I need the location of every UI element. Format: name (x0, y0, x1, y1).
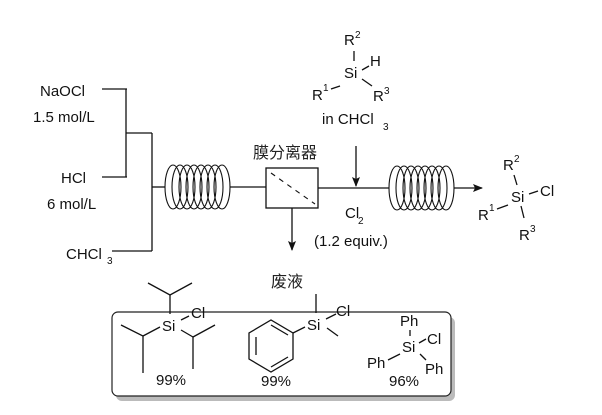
svg-text:Ph: Ph (425, 361, 443, 378)
hcl-conc: 6 mol/L (47, 196, 96, 213)
svg-text:Cl: Cl (336, 303, 350, 320)
svg-text:Cl: Cl (427, 331, 441, 348)
svg-text:Ph: Ph (400, 313, 418, 330)
example-yield-3: 96% (389, 373, 419, 390)
svg-text:CHCl: CHCl (66, 246, 102, 263)
svg-text:Si: Si (162, 318, 175, 335)
svg-text:2: 2 (355, 30, 361, 41)
svg-text:Cl: Cl (540, 183, 554, 200)
svg-text:R: R (519, 227, 530, 244)
example-dimethylphenylsilyl-chloride: Si Cl (248, 294, 350, 373)
svg-text:Cl: Cl (191, 305, 205, 322)
example-triphenylsilyl-chloride: Ph Si Cl Ph Ph (367, 313, 443, 378)
naocl-conc: 1.5 mol/L (33, 109, 95, 126)
svg-text:3: 3 (383, 122, 389, 133)
chlorine-equiv: (1.2 equiv.) (314, 233, 388, 250)
svg-text:3: 3 (530, 224, 536, 235)
svg-text:2: 2 (514, 154, 520, 165)
example-yield-2: 99% (261, 373, 291, 390)
svg-text:R: R (312, 87, 323, 104)
svg-text:3: 3 (384, 86, 390, 97)
example-triisopropylsilyl-chloride: Si Cl (120, 282, 216, 373)
membrane-separator (265, 167, 319, 209)
svg-text:R: R (478, 207, 489, 224)
chcl3-label: CHCl 3 (66, 246, 113, 267)
svg-text:Ph: Ph (367, 355, 385, 372)
silane-structure: R 2 Si H R 1 R 3 in CHCl 3 (312, 30, 390, 133)
product-structure: R 2 Si Cl R 1 R 3 (478, 154, 554, 244)
coil-reactor-2 (388, 165, 455, 211)
svg-text:3: 3 (107, 256, 113, 267)
example-yield-1: 99% (156, 372, 186, 389)
svg-text:Si: Si (511, 189, 524, 206)
svg-text:R: R (503, 157, 514, 174)
svg-text:Si: Si (402, 339, 415, 356)
svg-text:1: 1 (323, 83, 329, 94)
svg-text:1: 1 (489, 203, 495, 214)
svg-text:Cl: Cl (345, 205, 359, 222)
chlorine-label: Cl 2 (345, 205, 364, 227)
svg-text:R: R (373, 88, 384, 105)
svg-text:R: R (344, 32, 355, 49)
svg-text:H: H (370, 53, 381, 70)
svg-text:Si: Si (344, 65, 357, 82)
svg-text:Si: Si (307, 317, 320, 334)
coil-reactor-1 (164, 164, 231, 210)
waste-label: 废液 (271, 272, 303, 291)
svg-text:in CHCl: in CHCl (322, 111, 374, 128)
svg-text:2: 2 (358, 216, 364, 227)
separator-label: 膜分离器 (253, 143, 317, 162)
feed-lines (102, 88, 165, 252)
naocl-label: NaOCl (40, 83, 85, 100)
hcl-label: HCl (61, 170, 86, 187)
